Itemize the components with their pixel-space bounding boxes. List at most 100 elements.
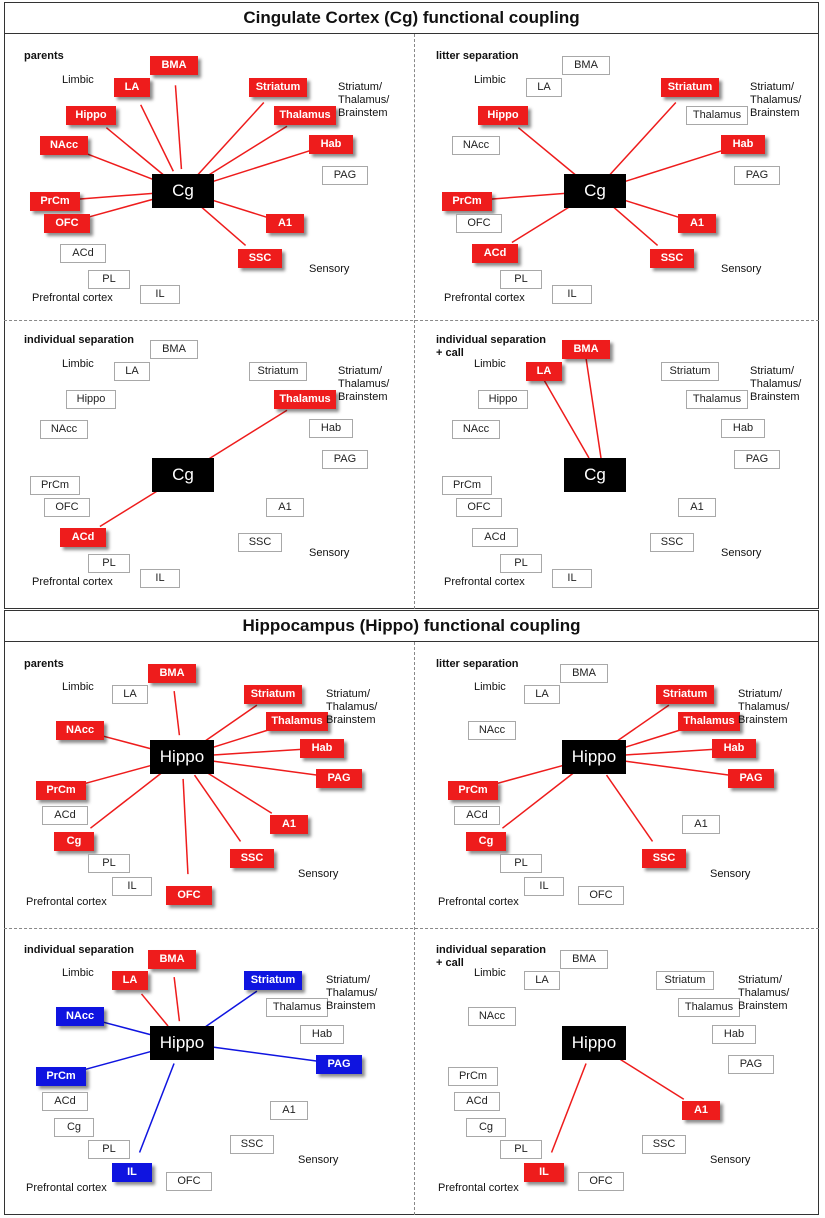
node-ssc: SSC <box>230 1135 274 1154</box>
link-acd <box>99 485 165 528</box>
node-nacc: NAcc <box>56 1007 104 1026</box>
node-bma: BMA <box>150 56 198 75</box>
center-node: Cg <box>564 174 626 208</box>
link-a1 <box>612 1054 685 1100</box>
group-label-striatum: Striatum/ Thalamus/ Brainstem <box>750 365 802 403</box>
group-label-prefrontal: Prefrontal cortex <box>26 896 107 908</box>
node-il: IL <box>140 569 180 588</box>
node-a1: A1 <box>682 1101 720 1120</box>
link-hab <box>203 748 302 757</box>
node-ofc: OFC <box>456 498 502 517</box>
group-label-limbic: Limbic <box>474 967 506 979</box>
node-striatum: Striatum <box>656 685 714 704</box>
node-pl: PL <box>88 554 130 573</box>
group-label-sensory: Sensory <box>710 1154 751 1166</box>
node-striatum: Striatum <box>244 971 302 990</box>
node-pag: PAG <box>322 450 368 469</box>
node-striatum: Striatum <box>249 362 307 381</box>
group-label-striatum: Striatum/ Thalamus/ Brainstem <box>338 365 390 403</box>
connection-lines <box>550 1054 685 1153</box>
horizontal-divider <box>4 928 819 929</box>
group-label-prefrontal: Prefrontal cortex <box>444 292 525 304</box>
node-bma: BMA <box>562 56 610 75</box>
node-la: LA <box>114 78 150 97</box>
node-cg: Cg <box>466 1118 506 1137</box>
node-ssc: SSC <box>642 1135 686 1154</box>
node-ofc: OFC <box>578 886 624 905</box>
node-striatum: Striatum <box>661 362 719 381</box>
node-pl: PL <box>88 854 130 873</box>
node-il: IL <box>552 569 592 588</box>
node-acd: ACd <box>472 244 518 263</box>
link-ofc <box>86 196 162 219</box>
node-hab: Hab <box>712 1025 756 1044</box>
group-label-limbic: Limbic <box>62 74 94 86</box>
node-bma: BMA <box>150 340 198 359</box>
node-cg: Cg <box>54 1118 94 1137</box>
link-a1 <box>203 196 267 218</box>
section-title: Cingulate Cortex (Cg) functional couplin… <box>4 2 819 34</box>
node-acd: ACd <box>42 806 88 825</box>
vertical-divider <box>414 34 415 609</box>
node-la: LA <box>524 685 560 704</box>
node-thalamus: Thalamus <box>274 390 336 409</box>
node-pl: PL <box>500 1140 542 1159</box>
panel-title: individual separation <box>24 944 135 956</box>
node-pl: PL <box>88 270 130 289</box>
link-striatum <box>197 102 265 176</box>
link-hab <box>203 149 311 186</box>
panel-title: litter separation <box>436 658 519 670</box>
panel-title: litter separation <box>436 50 519 62</box>
group-label-sensory: Sensory <box>721 263 762 275</box>
group-label-sensory: Sensory <box>309 547 350 559</box>
node-a1: A1 <box>270 815 308 834</box>
group-label-striatum: Striatum/ Thalamus/ Brainstem <box>326 974 378 1012</box>
group-label-prefrontal: Prefrontal cortex <box>32 576 113 588</box>
link-ofc <box>182 778 189 875</box>
link-striatum <box>611 704 670 746</box>
node-ssc: SSC <box>650 249 694 268</box>
link-ssc <box>199 204 247 247</box>
node-striatum: Striatum <box>661 78 719 97</box>
node-nacc: NAcc <box>40 136 88 155</box>
node-pag: PAG <box>728 1055 774 1074</box>
node-acd: ACd <box>454 806 500 825</box>
node-cg: Cg <box>466 832 506 851</box>
link-bma <box>585 357 602 459</box>
node-bma: BMA <box>148 664 196 683</box>
link-prcm <box>80 1048 161 1072</box>
link-thalamus <box>614 726 691 752</box>
link-bma <box>173 691 181 736</box>
group-label-prefrontal: Prefrontal cortex <box>26 1182 107 1194</box>
connection-lines <box>492 704 730 842</box>
link-la <box>140 993 169 1027</box>
node-ofc: OFC <box>578 1172 624 1191</box>
center-node: Cg <box>152 458 214 492</box>
node-nacc: NAcc <box>468 721 516 740</box>
node-ssc: SSC <box>230 849 274 868</box>
node-prcm: PrCm <box>36 1067 86 1086</box>
link-ssc <box>605 774 654 842</box>
node-pag: PAG <box>322 166 368 185</box>
link-hippo <box>105 127 167 178</box>
node-pl: PL <box>88 1140 130 1159</box>
group-label-limbic: Limbic <box>474 358 506 370</box>
node-la: LA <box>114 362 150 381</box>
node-pag: PAG <box>728 769 774 788</box>
node-thalamus: Thalamus <box>266 712 328 731</box>
group-label-limbic: Limbic <box>62 681 94 693</box>
node-il: IL <box>112 877 152 896</box>
node-il: IL <box>524 1163 564 1182</box>
node-hippo: Hippo <box>66 390 116 409</box>
node-la: LA <box>526 362 562 381</box>
panel-title: parents <box>24 50 64 62</box>
group-label-sensory: Sensory <box>721 547 762 559</box>
link-prcm <box>487 191 574 201</box>
node-striatum: Striatum <box>249 78 307 97</box>
node-a1: A1 <box>682 815 720 834</box>
group-label-sensory: Sensory <box>298 1154 339 1166</box>
